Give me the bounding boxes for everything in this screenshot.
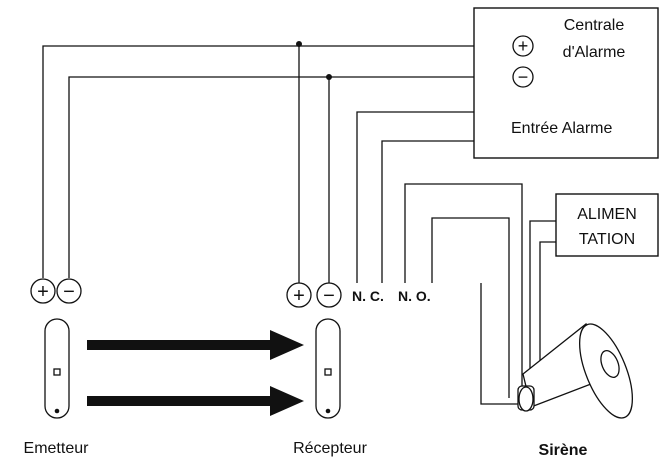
beam-arrows xyxy=(87,330,304,416)
transmitter-terminals: + − xyxy=(30,278,82,304)
receiver-device xyxy=(315,318,341,419)
receiver-no-label: N. O. xyxy=(398,288,431,304)
wire-power-2 xyxy=(539,241,556,392)
central-plus-sign: + xyxy=(518,36,529,56)
transmitter-screw xyxy=(54,408,60,414)
wire-plus-bus xyxy=(42,45,512,278)
transmitter-plus-terminal xyxy=(30,278,56,304)
receiver-terminals: + − N. C. N. O. xyxy=(286,282,431,308)
receiver-label: Récepteur xyxy=(293,440,367,457)
receiver-minus-sign: − xyxy=(323,285,335,307)
transmitter-label: Emetteur xyxy=(24,440,90,457)
central-alarm-title-line2: d'Alarme xyxy=(563,44,626,61)
beam-arrow-upper xyxy=(87,330,304,360)
wire-minus-bus xyxy=(68,76,512,278)
wire-no-2 xyxy=(431,217,510,398)
transmitter-device xyxy=(44,318,70,419)
central-minus-terminal xyxy=(512,66,534,88)
wire-nc xyxy=(356,111,502,283)
receiver-plus-terminal xyxy=(286,282,312,308)
junction-minus xyxy=(326,74,332,80)
receiver-lens xyxy=(324,368,332,376)
junction-plus xyxy=(296,41,302,47)
receiver-nc-label: N. C. xyxy=(352,288,384,304)
transmitter-minus-sign: − xyxy=(63,281,75,303)
receiver-screw xyxy=(325,408,331,414)
transmitter-lens xyxy=(53,368,61,376)
receiver-plus-sign: + xyxy=(293,285,305,307)
wire-power-1 xyxy=(529,220,556,392)
wire-c xyxy=(381,140,502,283)
transmitter-minus-terminal xyxy=(56,278,82,304)
wire-no-1 xyxy=(404,183,523,392)
central-alarm-title-line1: Centrale xyxy=(564,17,625,34)
central-minus-sign: − xyxy=(518,67,529,87)
siren-base-collar xyxy=(518,386,534,412)
central-alarm-box: Centrale d'Alarme + − Entrée Alarme xyxy=(473,7,659,159)
siren-inner-ring xyxy=(600,350,620,378)
beam-arrow-lower xyxy=(87,386,304,416)
central-plus-terminal xyxy=(512,35,534,57)
central-input-label: Entrée Alarme xyxy=(511,120,612,137)
wire-siren-return xyxy=(480,283,530,405)
siren-label: Sirène xyxy=(539,442,588,459)
receiver-minus-terminal xyxy=(316,282,342,308)
power-supply-line1: ALIMEN xyxy=(577,206,637,223)
transmitter-plus-sign: + xyxy=(37,281,49,303)
central-alarm-frame xyxy=(473,7,659,159)
power-supply-line2: TATION xyxy=(579,231,635,248)
power-supply-frame xyxy=(555,193,659,257)
power-supply-box: ALIMEN TATION xyxy=(555,193,659,257)
siren-horn xyxy=(517,322,634,419)
